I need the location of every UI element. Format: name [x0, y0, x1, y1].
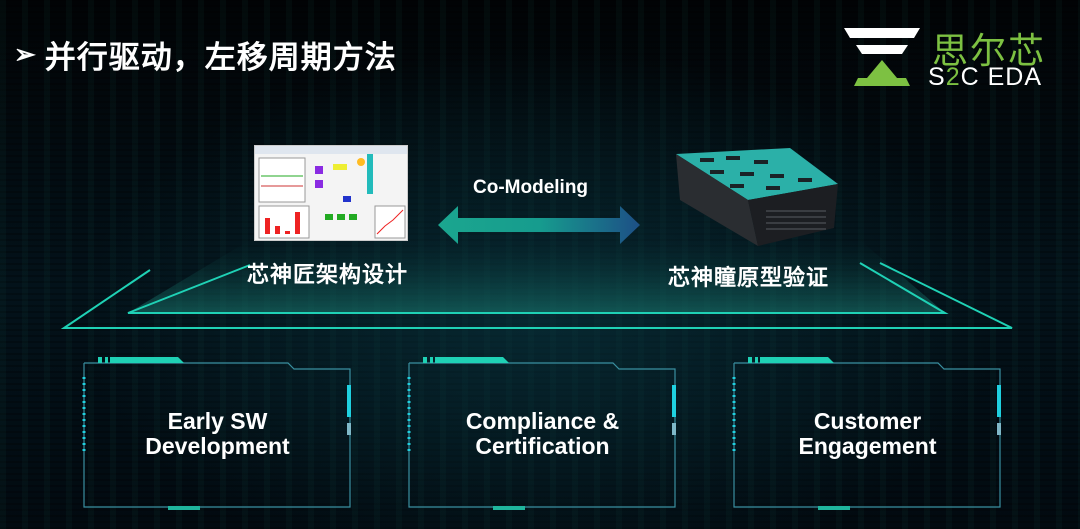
s2c-logo-mark-icon — [844, 28, 920, 86]
platform-outline — [60, 240, 1013, 329]
prototype-verification-caption: 芯神瞳原型验证 — [668, 265, 830, 290]
page-title-text: 并行驱动，左移周期方法 — [44, 40, 397, 75]
card-compliance-certification: Compliance &Certification — [405, 355, 680, 513]
card-frame — [732, 357, 1001, 510]
page-title: ➢ 并行驱动，左移周期方法 — [14, 32, 397, 77]
company-logo: 思尔芯 S2C EDA — [844, 26, 1064, 91]
card-frame — [82, 357, 351, 510]
card-frame — [407, 357, 676, 510]
co-modeling-label: Co-Modeling — [473, 177, 589, 198]
logo-en-name: S2C EDA — [928, 63, 1042, 91]
prototyping-hardware-image — [670, 148, 840, 248]
architecture-design-screenshot — [254, 145, 408, 241]
card-text: Compliance &Certification — [465, 408, 620, 459]
double-headed-arrow-icon — [438, 206, 640, 244]
architecture-design-caption: 芯神匠架构设计 — [247, 262, 409, 287]
arrowhead-bullet-icon: ➢ — [14, 39, 37, 69]
logo-cn-name: 思尔芯 — [932, 30, 1047, 71]
